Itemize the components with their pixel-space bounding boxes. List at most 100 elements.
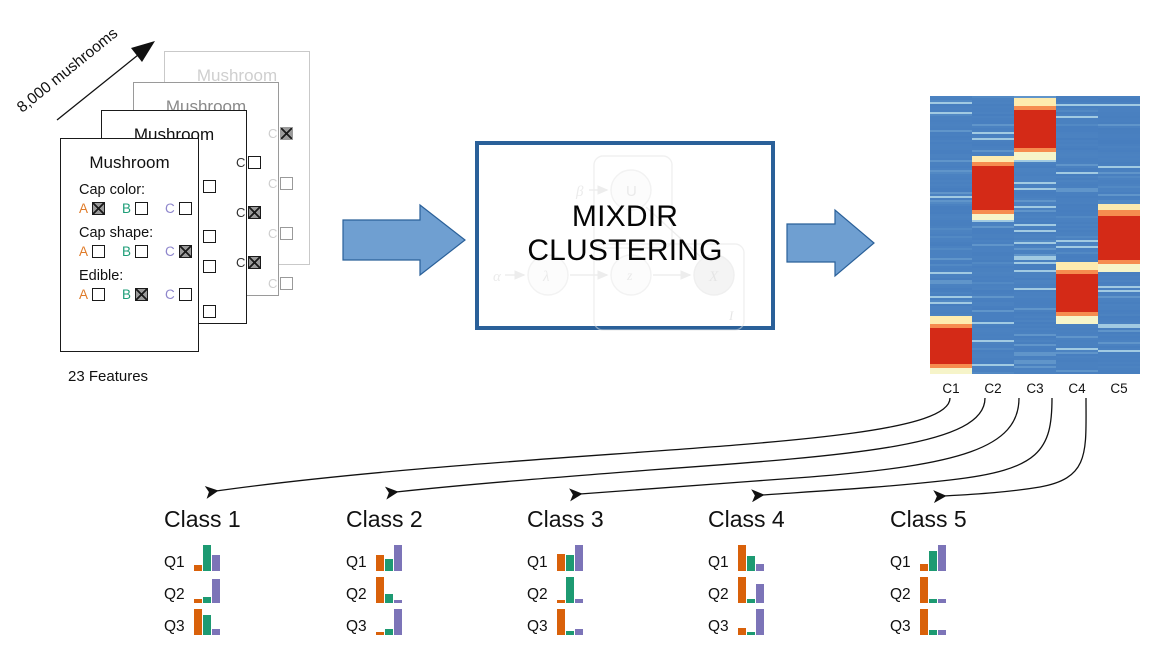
heatmap-cell xyxy=(930,140,972,142)
heatmap-cell xyxy=(1056,292,1098,294)
heatmap-cell xyxy=(1014,306,1056,308)
heatmap-cell xyxy=(1056,298,1098,300)
heatmap-cell xyxy=(972,326,1014,328)
heatmap-cell xyxy=(972,220,1014,222)
heatmap-cell xyxy=(1014,272,1056,274)
heatmap-cell xyxy=(930,352,972,354)
checkbox[interactable] xyxy=(178,288,192,301)
option-c[interactable]: C xyxy=(165,201,192,216)
heatmap-cell xyxy=(1098,120,1140,122)
heatmap-cell xyxy=(972,188,1014,190)
heatmap-cell xyxy=(1014,124,1056,126)
heatmap-cell xyxy=(1056,118,1098,120)
question-label: Q1 xyxy=(164,553,185,571)
heatmap-cell xyxy=(1056,186,1098,188)
checkbox[interactable] xyxy=(92,245,106,258)
heatmap-cell xyxy=(1098,290,1140,292)
heatmap-cell xyxy=(1056,266,1098,268)
option-a[interactable]: A xyxy=(79,287,106,302)
heatmap-cell xyxy=(1056,318,1098,320)
heatmap-cell xyxy=(1014,344,1056,346)
heatmap-cell xyxy=(1056,190,1098,192)
heatmap-cell xyxy=(930,284,972,286)
heatmap-cell xyxy=(1014,206,1056,208)
heatmap-cell xyxy=(972,250,1014,252)
heatmap-cell xyxy=(1098,258,1140,260)
heatmap-cell xyxy=(930,110,972,112)
heatmap-cell xyxy=(1056,230,1098,232)
heatmap-cell xyxy=(930,214,972,216)
heatmap-cell xyxy=(1098,190,1140,192)
checkbox[interactable] xyxy=(135,245,149,258)
heatmap-cell xyxy=(1056,348,1098,350)
back-checkbox xyxy=(203,305,216,318)
heatmap-cell xyxy=(1056,244,1098,246)
heatmap-cell xyxy=(1098,210,1140,212)
heatmap-cell xyxy=(1098,332,1140,334)
heatmap-cell xyxy=(1056,278,1098,280)
heatmap-cell xyxy=(1056,110,1098,112)
back-checkbox xyxy=(203,180,216,193)
checkbox-checked[interactable] xyxy=(135,288,149,301)
heatmap-cell xyxy=(930,184,972,186)
heatmap-cell xyxy=(972,116,1014,118)
heatmap-cell xyxy=(1014,122,1056,124)
ghost-option-col: C xyxy=(268,126,294,141)
heatmap-cell xyxy=(1014,230,1056,232)
heatmap-cell xyxy=(1098,222,1140,224)
option-b[interactable]: B xyxy=(122,201,149,216)
question-label: Cap shape: xyxy=(79,225,154,241)
heatmap-cell xyxy=(1014,288,1056,290)
heatmap-cell xyxy=(1056,328,1098,330)
heatmap-cell xyxy=(1056,168,1098,170)
heatmap-cell xyxy=(1014,260,1056,262)
heatmap-cell xyxy=(972,292,1014,294)
heatmap-cell xyxy=(930,208,972,210)
bar-group xyxy=(919,609,946,635)
mid-option-letter: C xyxy=(236,255,246,270)
heatmap-cell xyxy=(930,286,972,288)
checkbox[interactable] xyxy=(92,288,106,301)
heatmap-cell xyxy=(1056,214,1098,216)
bar-group xyxy=(737,609,764,635)
heatmap-cell xyxy=(930,216,972,218)
heatmap-cell xyxy=(1098,358,1140,360)
bar-group xyxy=(919,577,946,603)
option-a[interactable]: A xyxy=(79,201,106,216)
option-c[interactable]: C xyxy=(165,244,192,259)
model-title-line1: MIXDIR xyxy=(571,200,679,233)
heatmap-cell xyxy=(1056,242,1098,244)
heatmap-cell xyxy=(972,156,1014,158)
heatmap-cell xyxy=(1014,128,1056,130)
heatmap-cell xyxy=(1014,362,1056,364)
heatmap-cell xyxy=(1014,100,1056,102)
bar-b xyxy=(384,594,393,603)
heatmap-cell xyxy=(972,138,1014,140)
heatmap-cell xyxy=(930,266,972,268)
checkbox-checked[interactable] xyxy=(178,245,192,258)
heatmap-cell xyxy=(972,336,1014,338)
class-5-question-q3: Q3 xyxy=(890,609,946,635)
option-b[interactable]: B xyxy=(122,287,149,302)
option-a[interactable]: A xyxy=(79,244,106,259)
heatmap-cell xyxy=(1098,214,1140,216)
heatmap-cell xyxy=(972,124,1014,126)
heatmap-cell xyxy=(1098,170,1140,172)
heatmap-cell xyxy=(1056,368,1098,370)
heatmap-cell xyxy=(1056,254,1098,256)
heatmap-cell xyxy=(1056,188,1098,190)
heatmap-cell xyxy=(930,204,972,206)
option-c[interactable]: C xyxy=(165,287,192,302)
checkbox[interactable] xyxy=(178,202,192,215)
heatmap-cell xyxy=(1056,138,1098,140)
heatmap-cell xyxy=(1056,262,1098,264)
checkbox-checked[interactable] xyxy=(92,202,106,215)
option-b[interactable]: B xyxy=(122,244,149,259)
heatmap-cell xyxy=(972,286,1014,288)
checkbox[interactable] xyxy=(135,202,149,215)
heatmap-cell xyxy=(1014,258,1056,260)
heatmap-cell xyxy=(930,168,972,170)
heatmap-cell xyxy=(972,238,1014,240)
heatmap-cell xyxy=(972,242,1014,244)
heatmap-cell xyxy=(1098,108,1140,110)
